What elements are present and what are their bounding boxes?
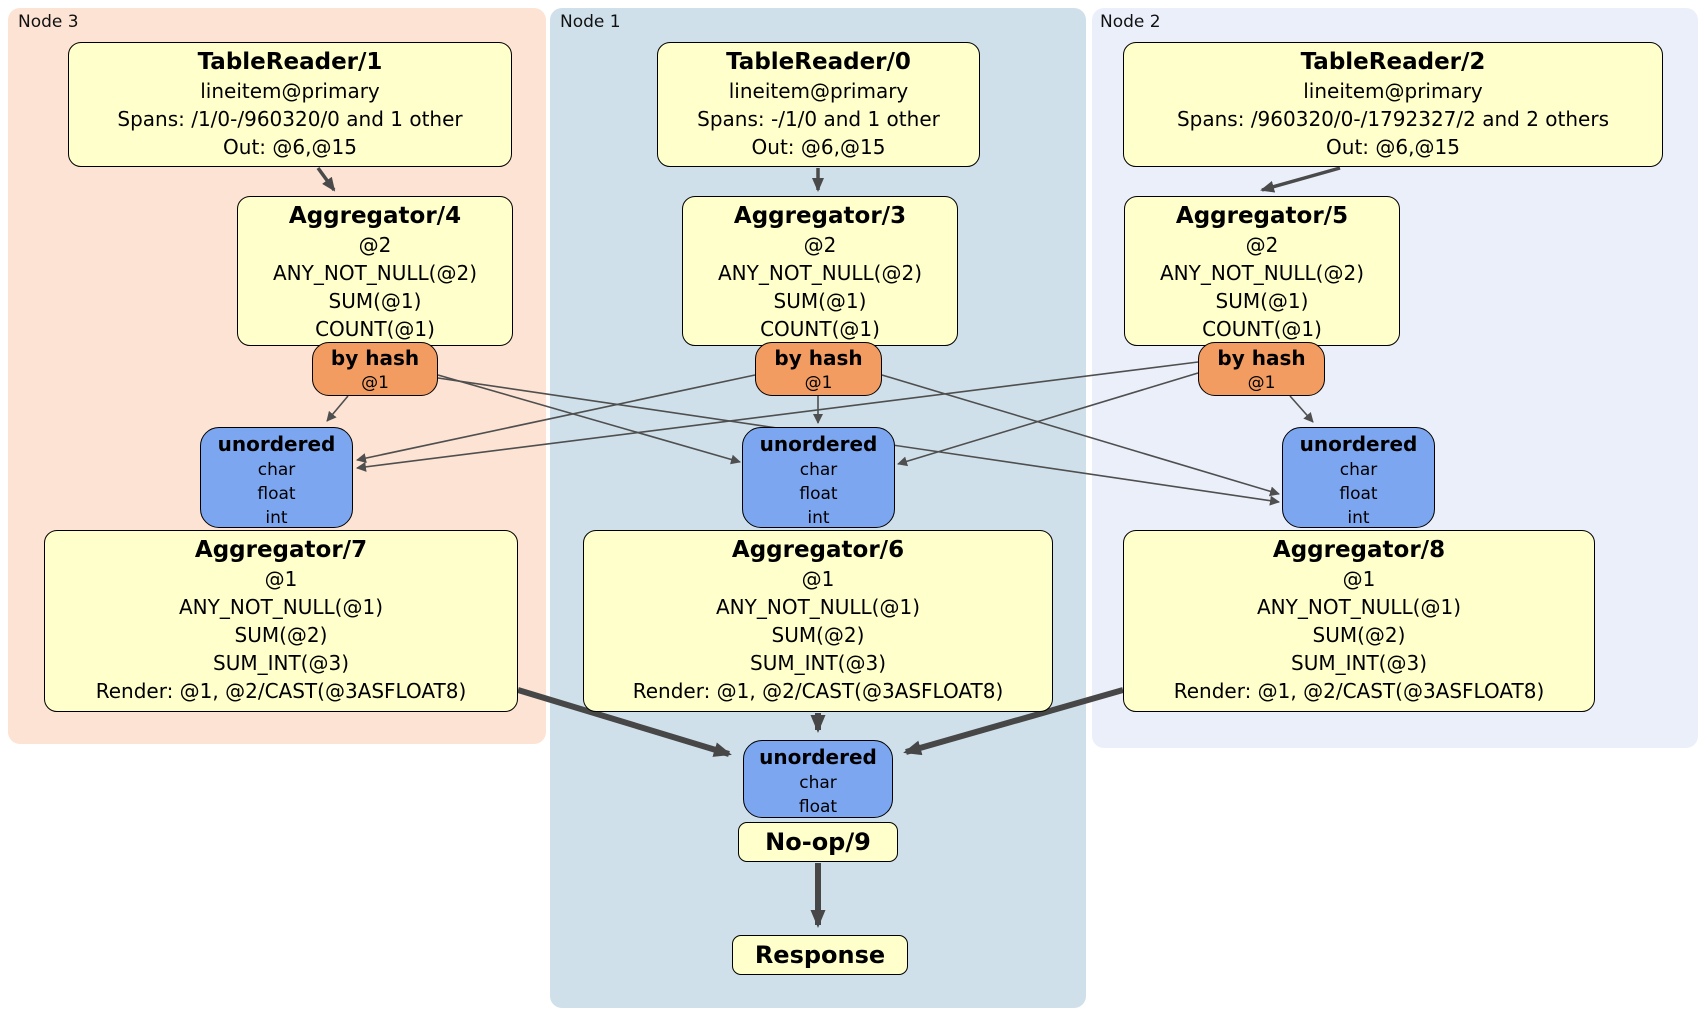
node1-label: Node 1	[560, 12, 621, 32]
aggregator5-title: Aggregator/5	[1175, 203, 1349, 229]
edge-hash2-sync2	[1289, 395, 1314, 423]
aggregator8-box: Aggregator/8 @1 ANY_NOT_NULL(@1) SUM(@2)…	[1123, 530, 1595, 712]
edge-hash3-sync3	[326, 395, 349, 422]
noop9-box: No-op/9	[738, 822, 898, 862]
tablereader0-box: TableReader/0 lineitem@primary Spans: -/…	[657, 42, 980, 167]
edge-agg8-finalsync	[903, 687, 1124, 756]
edge-hash3-sync1	[437, 374, 741, 465]
router-byhash-node3: by hash @1	[312, 342, 438, 396]
aggregator6-title: Aggregator/6	[731, 537, 905, 563]
sync-unordered-node2: unordered char float int	[1282, 427, 1435, 528]
edge-hash1-sync3	[356, 374, 756, 464]
edge-tr1-agg4	[316, 166, 336, 192]
edge-hash2-sync1	[897, 372, 1199, 467]
node2-label: Node 2	[1100, 12, 1161, 32]
tablereader2-title: TableReader/2	[1300, 49, 1486, 75]
noop9-title: No-op/9	[765, 828, 871, 856]
node3-label: Node 3	[18, 12, 79, 32]
tablereader1-box: TableReader/1 lineitem@primary Spans: /1…	[68, 42, 512, 167]
tablereader1-title: TableReader/1	[197, 49, 383, 75]
edge-agg7-finalsync	[517, 687, 732, 757]
router-byhash-node2: by hash @1	[1198, 342, 1325, 396]
edge-hash1-sync2	[881, 374, 1280, 497]
sync-unordered-node3: unordered char float int	[200, 427, 353, 528]
router-byhash-node1: by hash @1	[755, 342, 882, 396]
aggregator7-title: Aggregator/7	[194, 537, 368, 563]
aggregator3-box: Aggregator/3 @2 ANY_NOT_NULL(@2) SUM(@1)…	[682, 196, 958, 346]
aggregator5-box: Aggregator/5 @2 ANY_NOT_NULL(@2) SUM(@1)…	[1124, 196, 1400, 346]
tablereader0-title: TableReader/0	[726, 49, 911, 75]
aggregator8-title: Aggregator/8	[1272, 537, 1446, 563]
sync-unordered-final: unordered char float	[743, 740, 893, 818]
aggregator6-box: Aggregator/6 @1 ANY_NOT_NULL(@1) SUM(@2)…	[583, 530, 1053, 712]
edge-hash2-sync3	[356, 361, 1199, 472]
aggregator4-title: Aggregator/4	[288, 203, 462, 229]
response-box: Response	[732, 935, 908, 975]
aggregator7-box: Aggregator/7 @1 ANY_NOT_NULL(@1) SUM(@2)…	[44, 530, 518, 712]
aggregator3-title: Aggregator/3	[733, 203, 907, 229]
tablereader2-box: TableReader/2 lineitem@primary Spans: /9…	[1123, 42, 1663, 167]
sync-unordered-node1: unordered char float int	[742, 427, 895, 528]
response-title: Response	[754, 941, 886, 969]
aggregator4-box: Aggregator/4 @2 ANY_NOT_NULL(@2) SUM(@1)…	[237, 196, 513, 346]
edge-tr2-agg5	[1260, 166, 1341, 193]
